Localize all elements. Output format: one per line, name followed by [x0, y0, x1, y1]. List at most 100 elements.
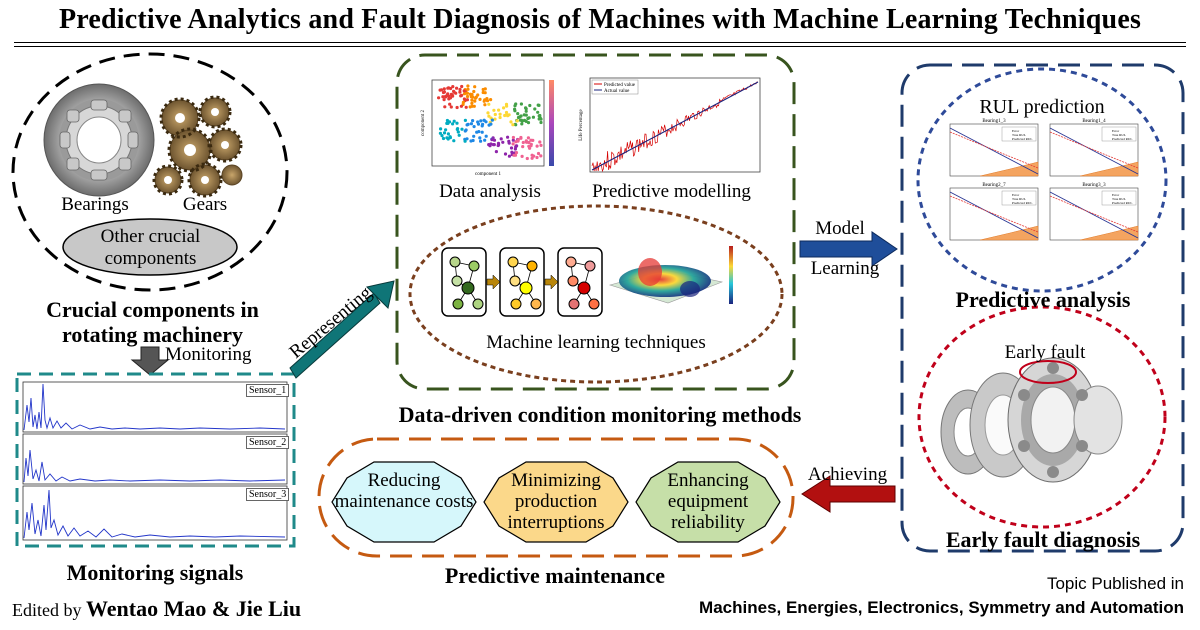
scatter-point — [509, 120, 513, 124]
scatter-point — [481, 90, 485, 95]
scatter-point — [519, 102, 524, 106]
maintenance-capsule — [317, 437, 795, 558]
scatter-point — [483, 87, 487, 91]
rul-legend-text: Error — [1012, 129, 1020, 133]
scatter-point — [448, 102, 452, 106]
other-components-label: Other crucial components — [100, 226, 201, 269]
scatter-point — [441, 136, 446, 141]
scatter-point — [536, 151, 541, 156]
scatter-point — [472, 134, 476, 138]
scatter-point — [539, 154, 543, 158]
scatter-point — [504, 110, 509, 115]
scatter-point — [468, 92, 472, 96]
scatter-point — [521, 145, 525, 149]
scatter-point — [440, 134, 444, 138]
scatter-point — [521, 140, 525, 145]
scatter-point — [494, 150, 498, 154]
rul-legend-text: Error — [1112, 129, 1120, 133]
scatter-point — [438, 131, 442, 135]
sensor-2-label: Sensor_2 — [246, 436, 290, 449]
scatter-point — [513, 109, 517, 113]
scatter-point — [505, 104, 509, 108]
scatter-point — [481, 122, 485, 126]
scatter-point — [462, 89, 466, 93]
scatter-point — [439, 127, 443, 131]
scatter-point — [455, 86, 459, 90]
scatter-point — [479, 119, 483, 123]
scatter-point — [448, 96, 453, 100]
loss-surface — [608, 246, 733, 304]
achieving-label: Achieving — [807, 464, 888, 485]
scatter-point — [452, 119, 456, 123]
scatter-point — [539, 143, 543, 147]
scatter-point — [459, 104, 463, 108]
editors-names: Wentao Mao & Jie Liu — [86, 596, 302, 621]
scatter-point — [455, 127, 459, 131]
scatter-xlabel: component 1 — [475, 172, 501, 177]
predictive-analysis-caption: Predictive analysis — [955, 287, 1131, 312]
scatter-plot: component 1 component 2 — [421, 79, 554, 177]
gears-label: Gears — [182, 194, 228, 215]
model-label: Model — [815, 218, 865, 239]
rul-legend-text: Error — [1112, 193, 1120, 197]
enhancing-reliability-label: Enhancing equipment reliability — [667, 470, 749, 533]
scatter-point — [525, 156, 529, 161]
scatter-point — [509, 146, 514, 150]
scatter-point — [466, 87, 470, 91]
scatter-point — [519, 136, 523, 140]
scatter-point — [520, 122, 524, 126]
scatter-point — [515, 119, 519, 123]
scatter-point — [466, 122, 470, 126]
scatter-point — [483, 138, 487, 142]
rul-legend-text: Predicted RUL — [1012, 201, 1032, 205]
rul-legend-text: True RUL — [1112, 133, 1126, 137]
scatter-point — [524, 106, 528, 110]
rul-legend-text: Error — [1012, 193, 1020, 197]
scatter-point — [485, 99, 490, 103]
scatter-point — [460, 127, 464, 131]
scatter-point — [516, 138, 520, 142]
signals-box — [15, 372, 296, 548]
true-rul-line — [949, 191, 1039, 239]
rul-legend-box — [1101, 190, 1137, 206]
scatter-point — [466, 84, 470, 88]
rul-panel-title: Bearing3_3 — [1082, 183, 1106, 188]
true-rul-line — [1049, 127, 1139, 175]
scatter-point — [452, 89, 456, 93]
scatter-point — [470, 104, 474, 108]
bearings-label: Bearings — [61, 194, 129, 215]
scatter-point — [463, 139, 467, 143]
components-caption: Crucial components in rotating machinery — [46, 297, 259, 347]
scatter-point — [465, 98, 469, 102]
topic-published-label: Topic Published in — [1046, 574, 1184, 593]
title-rule-top — [14, 42, 1186, 43]
scatter-point — [474, 96, 478, 100]
predicted-rul-line — [949, 131, 1039, 169]
scatter-point — [465, 91, 469, 95]
scatter-point — [505, 113, 509, 117]
scatter-point — [513, 122, 517, 126]
scatter-point — [515, 144, 519, 148]
scatter-point — [530, 156, 534, 160]
scatter-point — [529, 142, 533, 146]
predicted-rul-line — [949, 195, 1039, 233]
scatter-point — [538, 113, 542, 118]
early-fault-caption: Early fault diagnosis — [945, 527, 1141, 552]
sensor-3-label: Sensor_3 — [246, 488, 290, 501]
scatter-point — [498, 112, 502, 116]
early-fault-ellipse — [917, 305, 1167, 529]
scatter-point — [535, 155, 539, 160]
scatter-point — [518, 118, 523, 122]
scatter-point — [471, 138, 475, 143]
scatter-point — [471, 119, 475, 123]
scatter-point — [490, 118, 494, 122]
scatter-point — [473, 85, 477, 89]
legend-predicted: Predicted value — [604, 83, 636, 88]
rul-legend-text: True RUL — [1112, 197, 1126, 201]
scatter-point — [442, 98, 446, 102]
scatter-point — [506, 135, 510, 139]
ml-label: Machine learning techniques — [486, 332, 706, 353]
scatter-point — [507, 113, 511, 117]
